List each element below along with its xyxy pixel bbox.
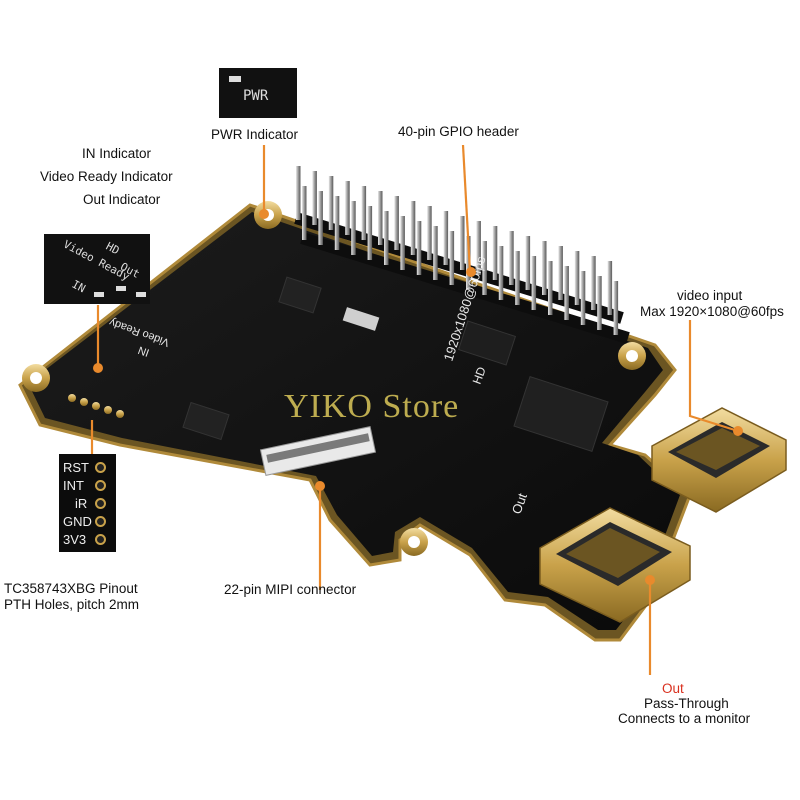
gpio-pin (433, 226, 438, 280)
gpio-pin (312, 171, 317, 225)
gpio-pin (367, 206, 373, 260)
smd-part (342, 307, 380, 331)
pwr-silk: PWR (243, 88, 269, 104)
led-in-silk: IN (69, 277, 88, 296)
led-in (94, 292, 104, 297)
out-label: Out (662, 681, 684, 696)
pin-hole (95, 498, 106, 509)
gpio-pin (548, 261, 553, 315)
pin-label-int: INT (63, 478, 84, 493)
led-video-ready-silk: Video Ready (61, 237, 132, 284)
pinout-closeup: RST INT iR GND 3V3 (59, 454, 116, 552)
video-input-max-label: Max 1920×1080@60fps (640, 304, 784, 319)
secondary-chip (457, 320, 517, 366)
pin-hole (95, 516, 106, 527)
leader-gpio (461, 144, 472, 273)
gpio-pin (498, 246, 504, 300)
header-base (300, 232, 630, 344)
pin-hole (95, 480, 106, 491)
gpio-pin (345, 181, 350, 235)
pin-label-ir: iR (75, 496, 88, 511)
pass-through-label: Pass-Through (644, 696, 729, 711)
gpio-pin (460, 216, 465, 270)
mounting-hole (22, 364, 50, 392)
gpio-pin (574, 251, 580, 305)
gpio-pin (361, 186, 367, 240)
gpio-pin (607, 261, 613, 315)
video-ready-indicator-label: Video Ready Indicator (40, 169, 173, 184)
gpio-pin (515, 251, 520, 305)
mounting-hole (400, 528, 428, 556)
connects-monitor-label: Connects to a monitor (618, 711, 751, 726)
pwr-closeup: PWR (219, 68, 297, 118)
leader-lines (90, 144, 739, 675)
gpio-pin (328, 176, 334, 230)
gpio-pin (296, 166, 301, 220)
mounting-hole (618, 342, 646, 370)
pwr-indicator-label: PWR Indicator (211, 127, 299, 142)
gpio-pin (466, 236, 471, 290)
gpio-pin (394, 196, 399, 250)
gpio-pin (378, 191, 383, 245)
pwr-led (229, 76, 241, 82)
gpio-pin (449, 231, 455, 285)
gpio-pin (564, 266, 569, 320)
board-out-silk: Out (509, 491, 530, 516)
gpio-pin (351, 201, 356, 255)
gpio-header (294, 166, 630, 344)
mipi-connector-label: 22-pin MIPI connector (224, 582, 357, 597)
video-input-label: video input (677, 288, 743, 303)
gpio-pin (410, 201, 416, 255)
out-indicator-label: Out Indicator (83, 192, 161, 207)
gpio-pin (492, 226, 498, 280)
gpio-pin (482, 241, 487, 295)
gpio-pin (443, 211, 449, 265)
gpio-pin (509, 231, 514, 285)
gpio-pin (558, 246, 563, 300)
pin-hole (95, 534, 106, 545)
gpio-pin (318, 191, 323, 245)
gpio-pin (525, 236, 531, 290)
gpio-pin (416, 221, 422, 275)
pin-label-3v3: 3V3 (63, 532, 87, 547)
gpio-pin (542, 241, 547, 295)
pth-holes (68, 394, 124, 418)
led-out (136, 292, 146, 297)
circuit-board (18, 201, 787, 642)
gpio-pin (476, 221, 481, 275)
regulator-chip (278, 276, 322, 314)
gpio-pin (597, 276, 602, 330)
board-hd-silk: HD (470, 365, 489, 386)
leader-video-input (688, 320, 739, 433)
gpio-pin (427, 206, 432, 260)
main-chip (513, 375, 609, 453)
store-watermark: YIKO Store (284, 388, 460, 425)
gpio-pin (591, 256, 596, 310)
pin-label-rst: RST (63, 460, 89, 475)
pin-hole (95, 462, 106, 473)
pinout-label: TC358743XBG Pinout (4, 581, 138, 596)
led-indicators-closeup: HD Video Ready Out IN (44, 234, 150, 304)
mipi-connector (259, 426, 377, 476)
led-hd-silk: HD (103, 239, 122, 258)
pth-holes-label: PTH Holes, pitch 2mm (4, 597, 140, 612)
hdmi-output-port (539, 507, 691, 623)
gpio-pin (334, 196, 340, 250)
leader-dots (93, 209, 743, 585)
gpio-pin (302, 186, 307, 240)
gpio-pin (531, 256, 537, 310)
gpio-pin (580, 271, 586, 325)
board-in-silk: IN (137, 343, 151, 358)
pin-label-gnd: GND (63, 514, 92, 529)
hdmi-input-port (651, 407, 787, 513)
gpio-header-label: 40-pin GPIO header (398, 124, 519, 139)
gpio-pin (613, 281, 619, 335)
in-indicator-label: IN Indicator (82, 146, 152, 161)
gpio-pin (384, 211, 389, 265)
small-ic (182, 401, 230, 441)
gpio-pin (400, 216, 405, 270)
led-video-ready (116, 286, 126, 291)
